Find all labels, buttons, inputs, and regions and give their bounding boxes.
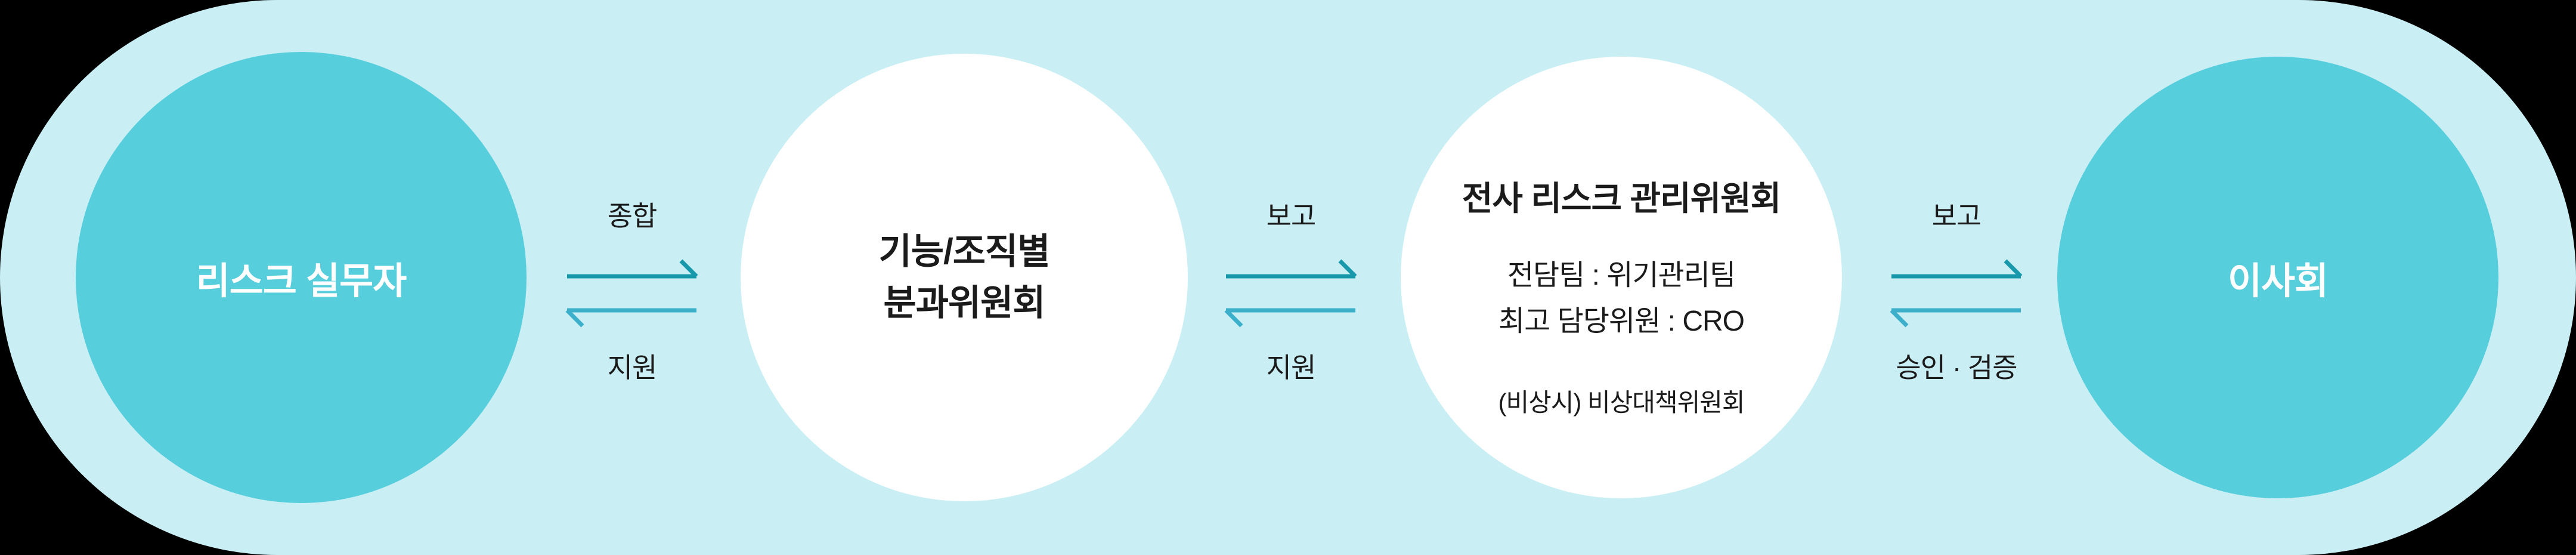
board-of-directors-label: 이사회 bbox=[2227, 261, 2329, 302]
functional-subcommittee-line1: 기능/조직별 bbox=[878, 232, 1051, 272]
flow2-up-label: 보고 bbox=[1266, 201, 1317, 232]
flow1-down-label: 지원 bbox=[607, 352, 658, 383]
enterprise-risk-committee-title: 전사 리스크 관리위원회 bbox=[1462, 180, 1781, 217]
chief-officer-text: 최고 담당위원 : CRO bbox=[1498, 306, 1745, 337]
emergency-committee-note: (비상시) 비상대책위원회 bbox=[1498, 388, 1745, 417]
dedicated-team-text: 전담팀 : 위기관리팀 bbox=[1507, 260, 1736, 291]
flow3-up-label: 보고 bbox=[1931, 201, 1982, 232]
circle-risk-practitioners: 리스크 실무자 bbox=[76, 52, 527, 503]
flow1-arrows-icon bbox=[565, 259, 698, 328]
flow2-down-label: 지원 bbox=[1266, 352, 1317, 383]
circle-enterprise-risk-committee: 전사 리스크 관리위원회 전담팀 : 위기관리팀 최고 담당위원 : CRO (… bbox=[1401, 57, 1842, 498]
circle-board-of-directors: 이사회 bbox=[2057, 57, 2498, 498]
flow1-up-label: 종합 bbox=[607, 201, 658, 232]
risk-practitioners-label: 리스크 실무자 bbox=[196, 261, 407, 302]
flow3-down-label: 승인 · 검증 bbox=[1896, 352, 2017, 383]
flow3-arrows-icon bbox=[1890, 259, 2023, 328]
flow2-arrows-icon bbox=[1224, 259, 1357, 328]
circle-functional-subcommittee: 기능/조직별 분과위원회 bbox=[741, 54, 1188, 501]
functional-subcommittee-line2: 분과위원회 bbox=[883, 283, 1046, 323]
